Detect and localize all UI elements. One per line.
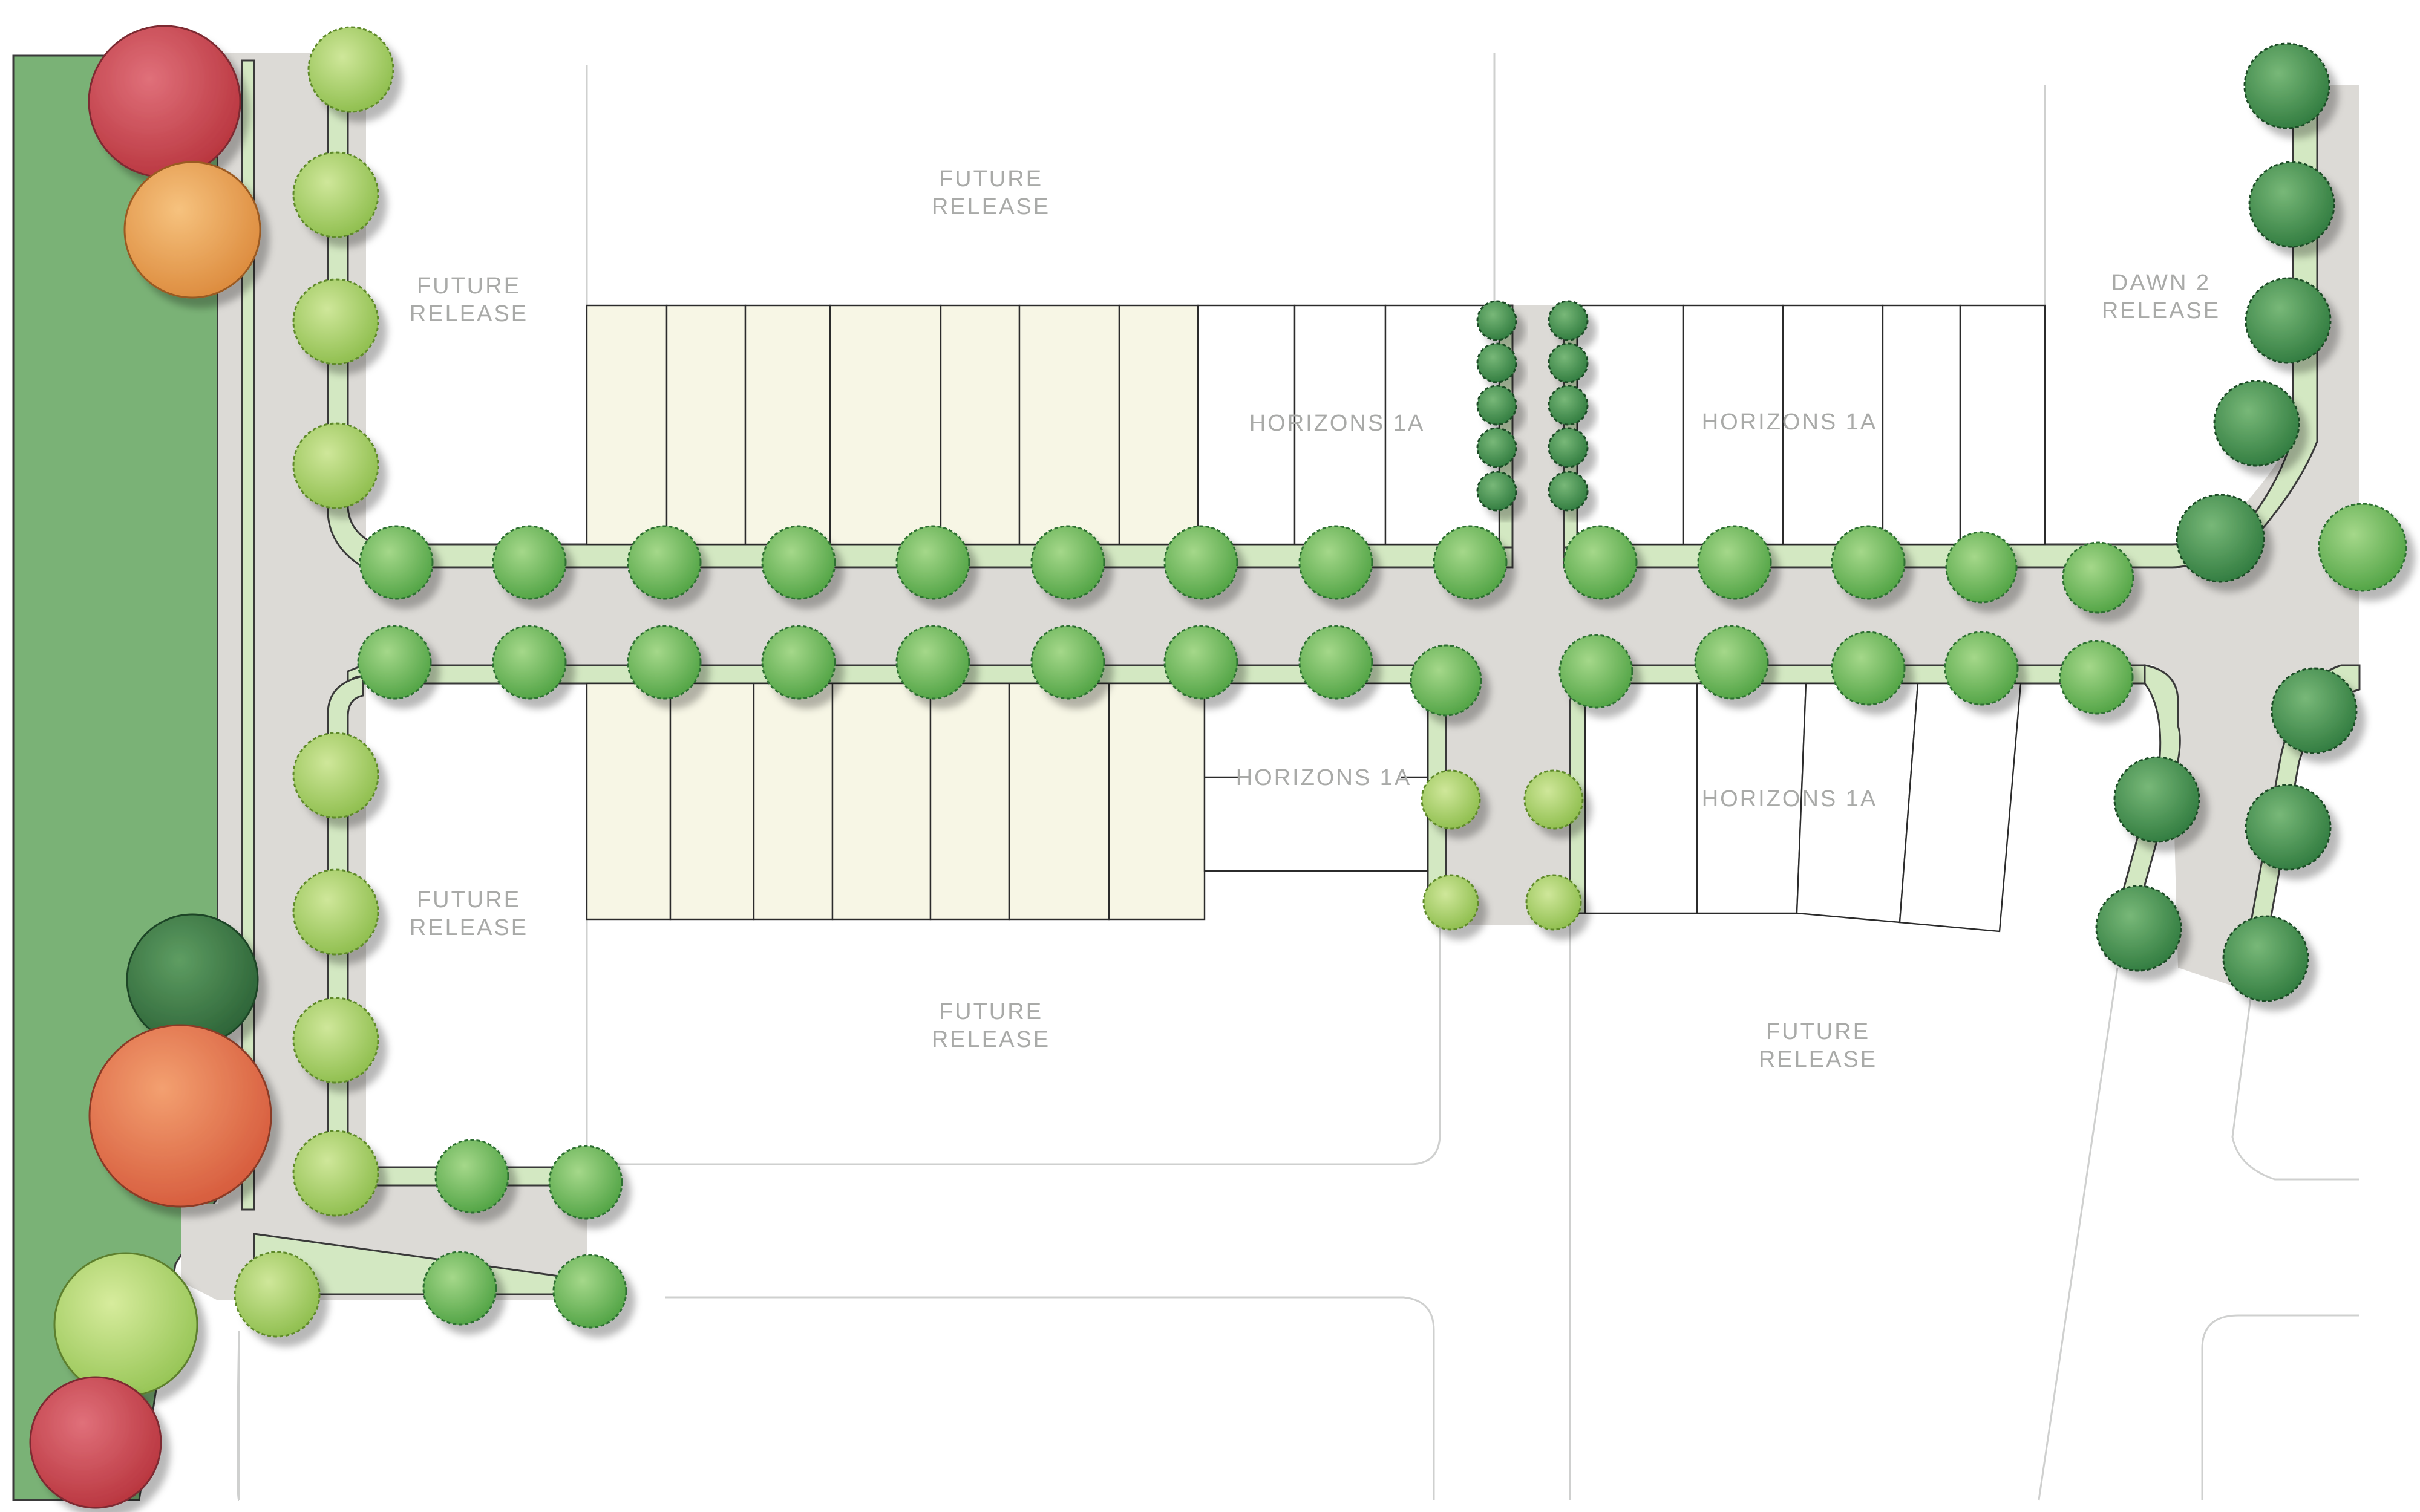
- street-tree: [2222, 915, 2309, 1002]
- street-tree: [1298, 525, 1373, 600]
- street-tree: [1694, 625, 1769, 700]
- street-tree: [895, 525, 970, 600]
- street-tree: [1831, 631, 1906, 706]
- street-tree: [2245, 277, 2332, 364]
- street-tree: [292, 422, 379, 509]
- street-tree: [2062, 541, 2134, 614]
- street-tree: [292, 1130, 379, 1217]
- street-tree: [552, 1254, 627, 1329]
- street-tree: [292, 997, 379, 1084]
- street-tree: [2095, 885, 2182, 972]
- street-tree: [1945, 531, 2018, 604]
- feature-tree-red-top: [88, 25, 241, 178]
- lots-block-south-west: [586, 682, 1206, 921]
- street-tree: [1476, 342, 1517, 383]
- street-tree: [1476, 385, 1517, 426]
- street-tree: [492, 625, 567, 700]
- street-tree: [2059, 640, 2134, 715]
- street-tree: [1030, 625, 1105, 700]
- street-tree: [1548, 427, 1589, 468]
- street-tree: [2248, 161, 2335, 248]
- street-tree: [292, 151, 379, 238]
- street-tree: [1030, 525, 1105, 600]
- street-tree: [1163, 625, 1238, 700]
- street-tree: [1563, 525, 1638, 600]
- feature-trees: [29, 25, 272, 1509]
- street-tree: [307, 26, 394, 113]
- street-tree: [1548, 471, 1589, 512]
- street-tree: [1558, 634, 1634, 709]
- street-tree: [492, 525, 567, 600]
- street-tree: [292, 278, 379, 365]
- street-tree: [357, 625, 432, 700]
- lots-block-south-east: [1584, 682, 2022, 933]
- label-horizons-1a-south-center: HORIZONS 1A: [1236, 765, 1412, 790]
- label-horizons-1a-north-east: HORIZONS 1A: [1702, 409, 1878, 435]
- feature-tree-orange: [123, 161, 261, 299]
- street-tree: [2271, 667, 2358, 754]
- street-tree: [2113, 756, 2200, 843]
- street-tree: [1548, 342, 1589, 383]
- street-tree: [234, 1251, 321, 1338]
- street-tree: [2243, 42, 2330, 129]
- street-tree: [1525, 874, 1582, 931]
- street-tree: [2176, 494, 2265, 583]
- street-tree: [1523, 769, 1584, 830]
- street-tree: [2318, 503, 2407, 592]
- street-tree: [359, 525, 434, 600]
- feature-tree-lime: [53, 1252, 198, 1397]
- street-tree: [1476, 300, 1517, 341]
- street-tree: [548, 1145, 623, 1220]
- street-tree: [1697, 525, 1772, 600]
- street-tree: [761, 625, 836, 700]
- feature-tree-red-bottom: [29, 1376, 162, 1509]
- label-horizons-1a-north-center: HORIZONS 1A: [1249, 411, 1425, 436]
- street-trees: [234, 26, 2407, 1338]
- street-tree: [627, 525, 702, 600]
- street-tree: [292, 868, 379, 956]
- parcel-boundaries: [237, 53, 2360, 1501]
- street-tree: [1298, 625, 1373, 700]
- street-tree: [1422, 874, 1479, 931]
- street-tree: [1831, 525, 1906, 600]
- street-tree: [1410, 644, 1482, 717]
- street-tree: [1476, 471, 1517, 512]
- street-tree: [434, 1139, 509, 1214]
- street-tree: [2213, 380, 2300, 467]
- lots-block-north-east: [1576, 304, 2046, 546]
- feature-tree-coral: [88, 1024, 272, 1208]
- lots-block-north-center: [1197, 304, 1500, 546]
- street-tree: [895, 625, 970, 700]
- street-tree: [1421, 769, 1481, 830]
- street-tree: [1433, 525, 1508, 600]
- label-horizons-1a-south-east: HORIZONS 1A: [1702, 786, 1878, 812]
- street-tree: [627, 625, 702, 700]
- street-tree: [1944, 631, 2019, 706]
- street-tree: [1476, 427, 1517, 468]
- lots-block-north-west: [586, 304, 1199, 546]
- street-tree: [761, 525, 836, 600]
- street-tree: [2245, 784, 2332, 871]
- street-tree: [1163, 525, 1238, 600]
- street-tree: [1548, 300, 1589, 341]
- street-tree: [422, 1251, 497, 1326]
- street-tree: [292, 732, 379, 819]
- street-tree: [1548, 385, 1589, 426]
